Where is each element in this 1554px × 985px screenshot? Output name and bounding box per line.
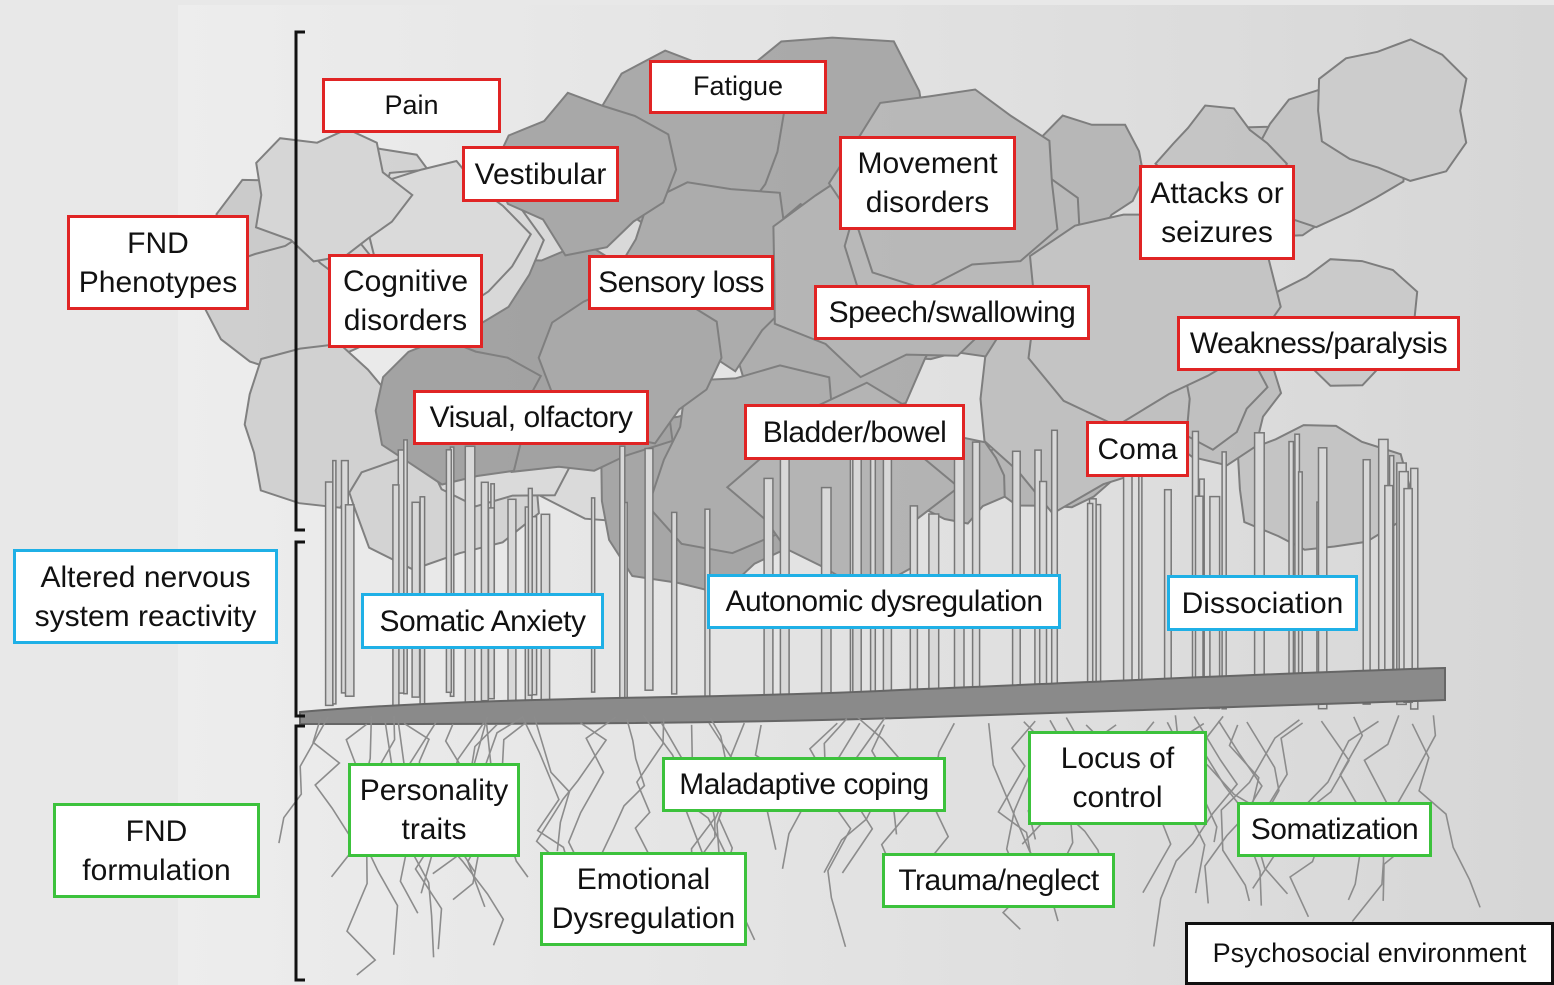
tree-trunk [333, 461, 336, 704]
phenotype-attacks-seizures: Attacks or seizures [1139, 165, 1295, 260]
formulation-trauma-neglect: Trauma/neglect [882, 853, 1115, 908]
phenotype-sensory-loss: Sensory loss [588, 255, 774, 310]
formulation-maladaptive-coping: Maladaptive coping [662, 757, 946, 812]
reactivity-dissociation: Dissociation [1167, 575, 1358, 631]
reactivity-somatic-anxiety: Somatic Anxiety [361, 593, 604, 649]
tree-trunk [973, 442, 980, 695]
tree-trunk [446, 450, 451, 693]
tree-trunk [346, 505, 354, 696]
phenotype-coma: Coma [1086, 421, 1189, 477]
formulation-emotional-dysregulation: Emotional Dysregulation [540, 852, 747, 946]
tree-trunk [1088, 504, 1093, 693]
tree-trunk [465, 446, 475, 706]
formulation-personality-traits: Personality traits [348, 763, 520, 857]
phenotype-fatigue: Fatigue [649, 60, 827, 114]
tree-trunk [481, 482, 488, 700]
tree-trunk [1124, 440, 1132, 706]
label-fnd-formulation: FND formulation [53, 803, 260, 898]
phenotype-cognitive-disorders: Cognitive disorders [328, 254, 483, 348]
phenotype-pain: Pain [322, 78, 501, 133]
phenotype-bladder-bowel: Bladder/bowel [744, 404, 965, 460]
formulation-somatization: Somatization [1237, 802, 1432, 857]
tree-trunk [780, 431, 789, 702]
reactivity-autonomic-dysregulation: Autonomic dysregulation [707, 574, 1061, 629]
phenotype-vestibular: Vestibular [462, 146, 619, 202]
label-fnd-phenotypes: FND Phenotypes [67, 215, 249, 310]
phenotype-weakness-paralysis: Weakness/paralysis [1177, 316, 1460, 371]
phenotype-movement-disorders: Movement disorders [839, 136, 1016, 230]
tree-trunk [1255, 433, 1265, 691]
tree-trunk [620, 446, 625, 707]
psychosocial-environment-label: Psychosocial environment [1185, 922, 1554, 985]
phenotype-visual-olfactory: Visual, olfactory [413, 390, 649, 445]
phenotype-speech-swallowing: Speech/swallowing [814, 285, 1090, 340]
tree-trunk [672, 512, 677, 694]
tree-trunk [645, 449, 653, 691]
tree-trunk [1385, 486, 1393, 700]
tree-trunk [1363, 460, 1370, 704]
formulation-locus-of-control: Locus of control [1028, 731, 1207, 825]
tree-trunk [853, 439, 861, 699]
tree-trunk [528, 488, 532, 695]
tree-trunk [1139, 446, 1142, 705]
label-altered-reactivity: Altered nervous system reactivity [13, 549, 278, 644]
tree-trunk [404, 440, 407, 694]
tree-trunk [1052, 430, 1058, 699]
tree-trunk [1289, 442, 1293, 692]
tree-trunk [326, 482, 333, 705]
